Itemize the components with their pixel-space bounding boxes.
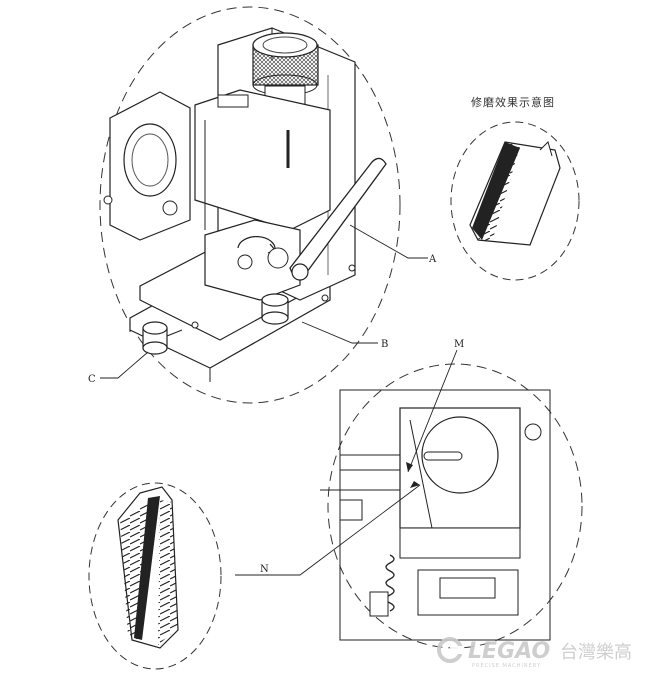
hex-screw (524, 423, 542, 441)
callout-m: M (454, 339, 464, 350)
arrow-head-m (406, 462, 413, 472)
effect-diagram-title: 修磨效果示意图 (471, 95, 555, 109)
screw-head (162, 200, 178, 216)
knob-c (142, 321, 183, 355)
tap-detail-boundary-2 (88, 482, 222, 670)
callout-c: C (88, 374, 96, 385)
spring (385, 554, 395, 612)
main-view-boundary (99, 6, 401, 404)
watermark-tagline: PRECISE MACHINERY (472, 663, 541, 669)
leader-lines-main (100, 224, 428, 379)
tap-detail-top-right (450, 121, 580, 281)
main-machine-view (99, 6, 401, 404)
tap-threads-3 (158, 500, 178, 645)
tool-carriage (194, 89, 331, 231)
callout-b: B (381, 339, 388, 350)
watermark-brand: LEGAO (468, 639, 550, 664)
rotation-arrow (237, 236, 276, 251)
tap-threads-2 (120, 500, 148, 640)
watermark-cn-name: 台灣樂高 (560, 642, 632, 663)
tap-detail-boundary (450, 121, 580, 281)
closeup-view (320, 363, 583, 649)
tap-detail-bottom-left (88, 482, 222, 670)
callout-n: N (260, 564, 269, 575)
watermark-logo: LEGAO 台灣樂高 PRECISE MACHINERY (437, 637, 632, 669)
logo-emblem (437, 637, 464, 663)
callout-a: A (428, 254, 437, 265)
arrow-head-n (410, 481, 420, 488)
base-plate-edge (129, 318, 211, 382)
rotary-head (204, 219, 301, 301)
leader-lines-closeup (235, 349, 458, 576)
knob-b (261, 293, 289, 325)
tap-threads (478, 142, 520, 242)
